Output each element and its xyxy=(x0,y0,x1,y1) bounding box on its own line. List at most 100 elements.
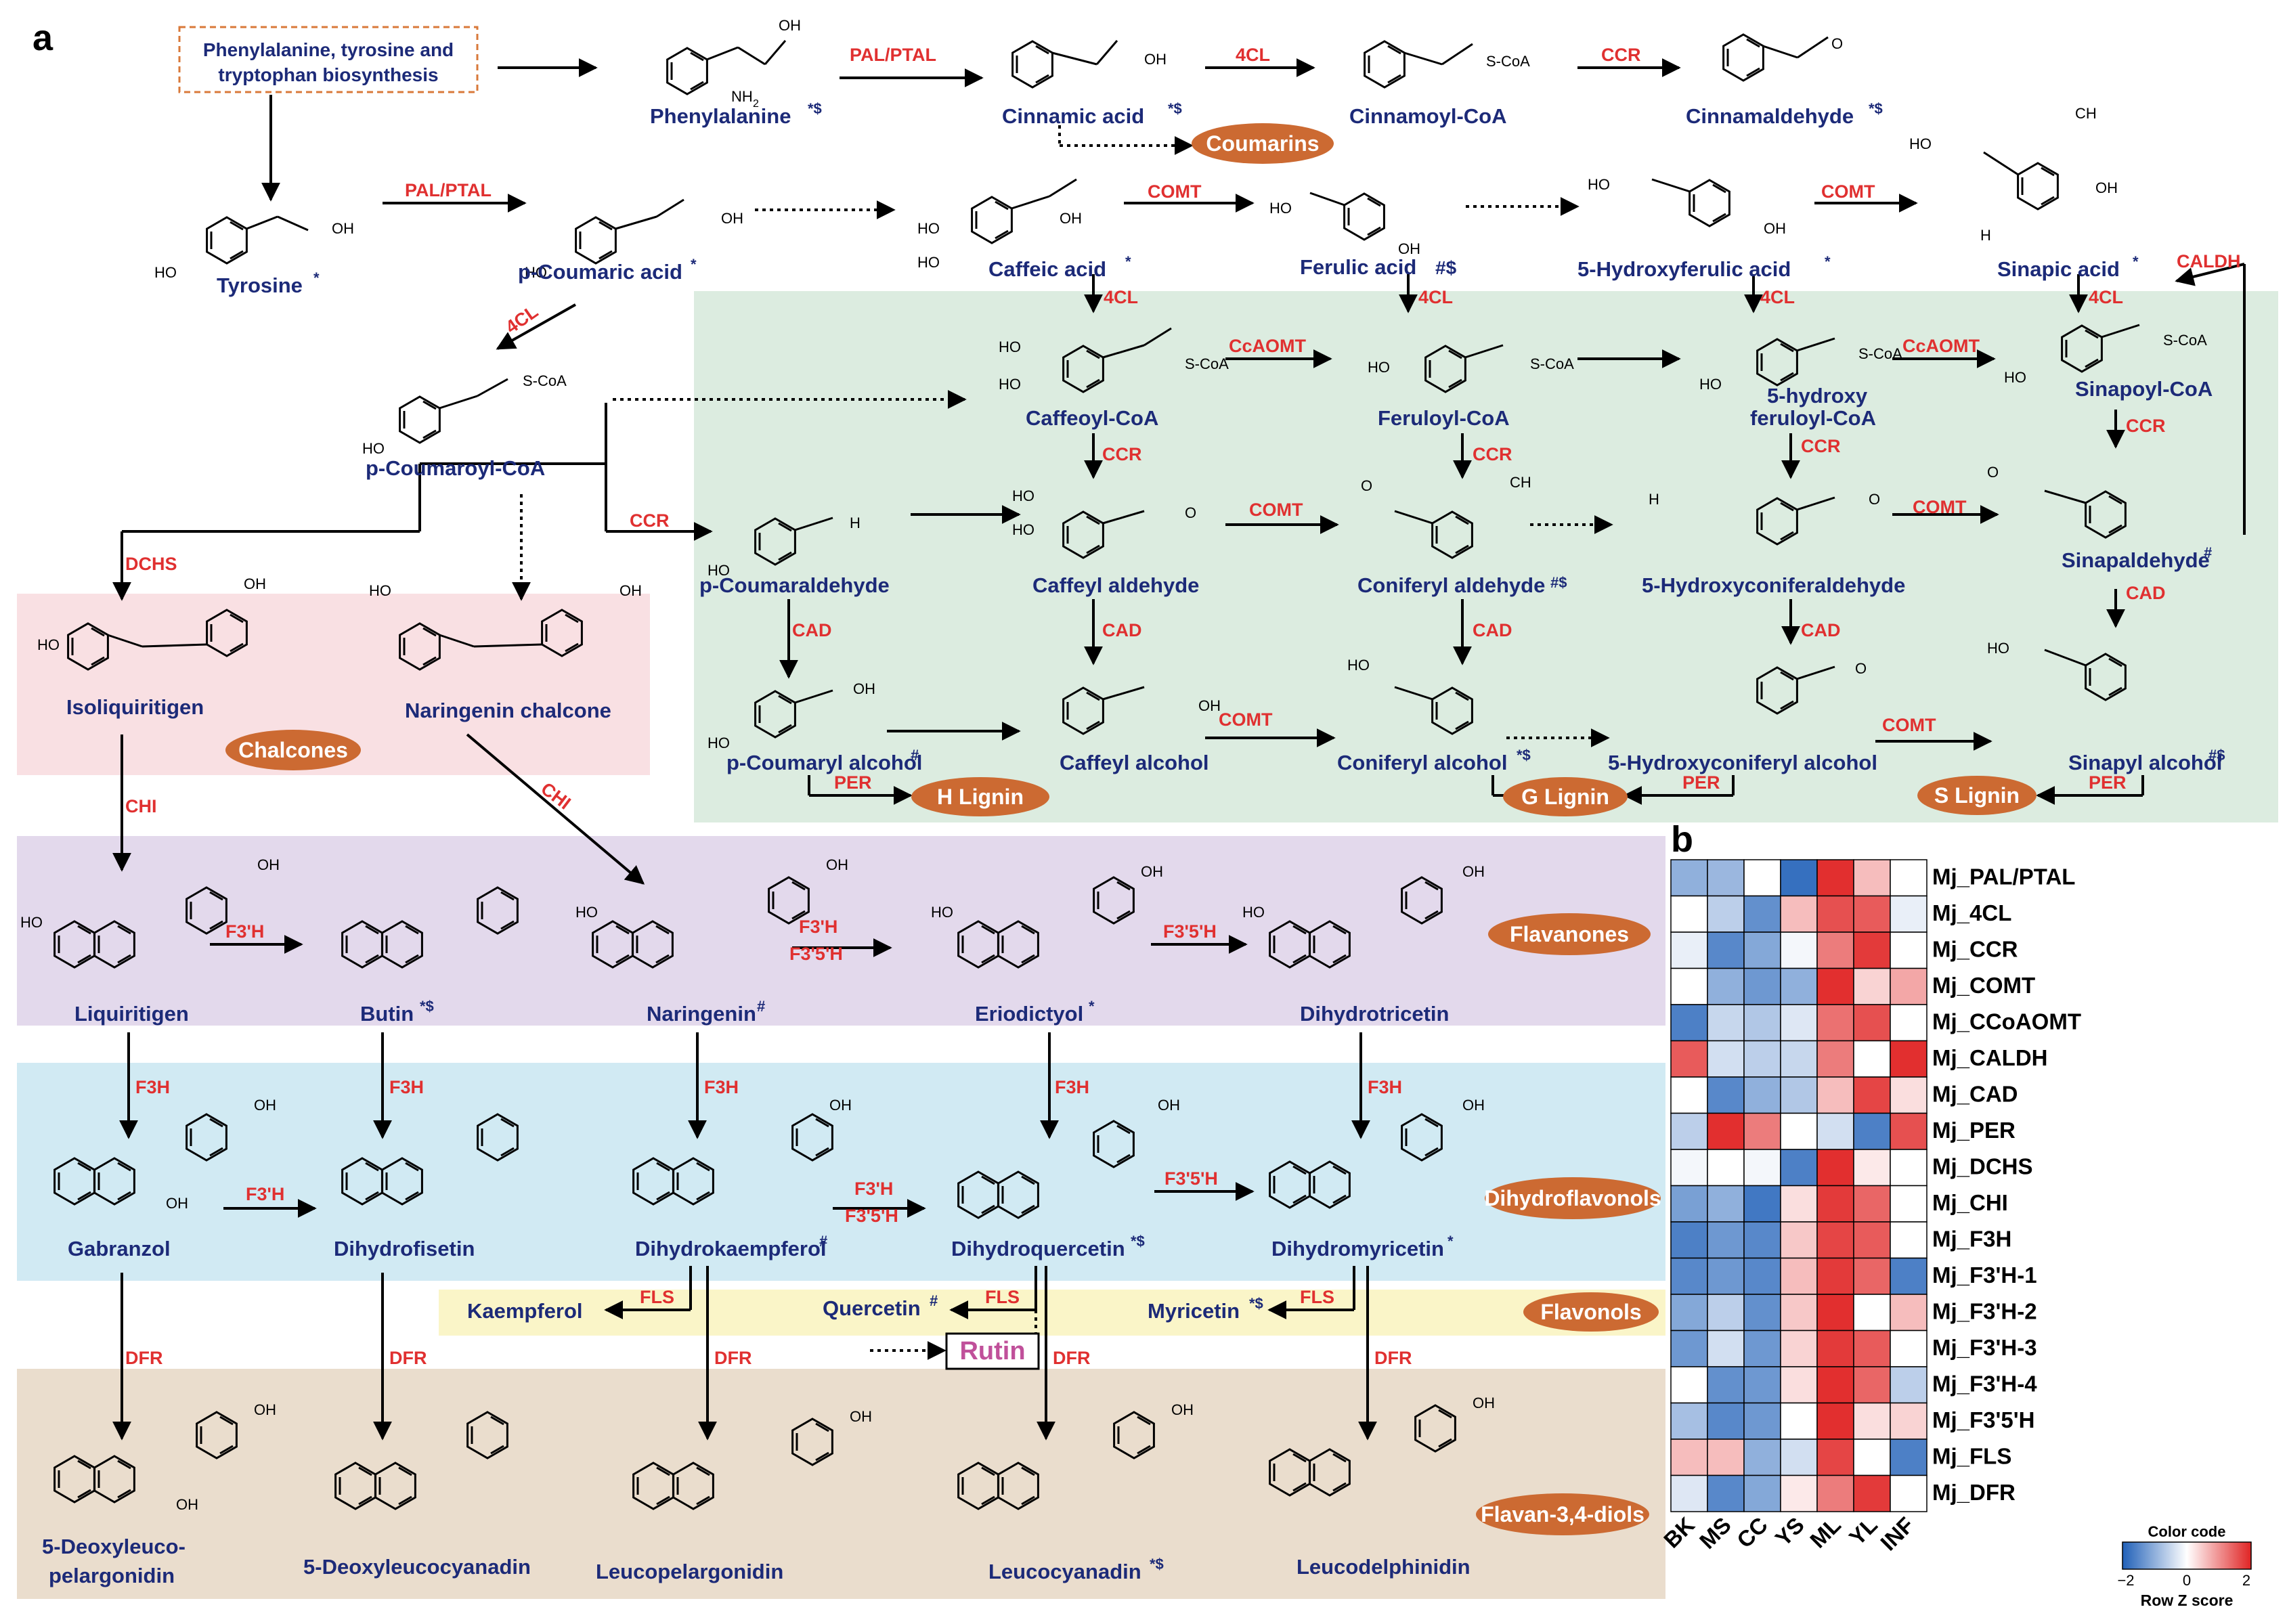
heatmap-row-label: Mj_F3'H-1 xyxy=(1932,1263,2037,1288)
atom-oh: OH xyxy=(853,680,875,697)
compound-mark: # xyxy=(911,747,919,764)
compound-mark: #$ xyxy=(2208,747,2225,764)
tag-g-lignin: G Lignin xyxy=(1503,777,1628,816)
heatmap-cell xyxy=(1853,1330,1891,1367)
atom-oh: OH xyxy=(829,1097,852,1114)
heatmap-cell xyxy=(1670,1004,1708,1042)
color-key: Color code −2 0 2 Row Z score xyxy=(2117,1523,2252,1609)
enzyme-label: F3'5'H xyxy=(845,1206,898,1226)
heatmap-cell xyxy=(1780,859,1818,897)
atom-oh: OH xyxy=(1171,1401,1194,1418)
atom-ho: HO xyxy=(575,904,598,921)
atom-oh: OH xyxy=(779,17,801,34)
atom-o: O xyxy=(1869,491,1880,508)
atom-oh: OH xyxy=(332,220,354,237)
structure-p-coumaric-acid xyxy=(575,198,684,265)
atom-oh: OH xyxy=(721,210,743,227)
heatmap-cell xyxy=(1707,1149,1745,1187)
structure-sinapaldehyde xyxy=(2044,489,2127,539)
heatmap-cell xyxy=(1853,1402,1891,1440)
heatmap-cell xyxy=(1780,1366,1818,1404)
heatmap-cell xyxy=(1743,1257,1781,1295)
enzyme-label: CHI xyxy=(537,778,574,814)
start-box-line-1: Phenylalanine, tyrosine and xyxy=(203,39,454,60)
svg-text:H Lignin: H Lignin xyxy=(937,785,1024,809)
enzyme-label: DFR xyxy=(714,1348,752,1368)
structure-caffeoyl-coa xyxy=(1062,327,1172,393)
compound-name: Coniferyl alcohol xyxy=(1337,751,1507,774)
heatmap-cell xyxy=(1743,1402,1781,1440)
compound-name: Feruloyl-CoA xyxy=(1378,406,1510,430)
svg-text:Coumarins: Coumarins xyxy=(1206,131,1319,156)
tag-dihydroflavonols: Dihydroflavonols xyxy=(1484,1177,1661,1219)
enzyme-label: F3'5'H xyxy=(1164,1168,1218,1189)
heatmap-cell xyxy=(1853,1221,1891,1259)
heatmap-cell xyxy=(1707,895,1745,933)
compound-name: Butin xyxy=(360,1002,414,1026)
atom-oh: OH xyxy=(254,1097,276,1114)
heatmap-column-label: MS xyxy=(1695,1512,1736,1554)
heatmap-cell xyxy=(1707,1076,1745,1114)
atom-oh: OH xyxy=(1473,1395,1495,1411)
enzyme-label: F3H xyxy=(389,1077,424,1097)
heatmap-cell xyxy=(1890,1040,1927,1078)
compound-name: Naringenin xyxy=(647,1002,756,1026)
compound-mark: # xyxy=(930,1292,938,1309)
compound-name: p-Coumaraldehyde xyxy=(699,573,890,597)
heatmap-cell xyxy=(1853,859,1891,897)
heatmap-row-label: Mj_CAD xyxy=(1932,1081,2018,1106)
compound-mark: * xyxy=(1089,998,1095,1015)
heatmap-cell xyxy=(1707,1366,1745,1404)
compound-name: Leucopelargonidin xyxy=(596,1560,783,1583)
atom-ho: HO xyxy=(362,440,385,457)
heatmap-row-label: Mj_F3'H-4 xyxy=(1932,1371,2037,1396)
atom-ho: HO xyxy=(154,264,177,281)
compound-name: Dihydrofisetin xyxy=(334,1237,475,1260)
enzyme-label: CCR xyxy=(2126,416,2166,436)
compound-name: 5-Hydroxyconiferyl alcohol xyxy=(1608,751,1877,774)
heatmap-cell xyxy=(1816,1004,1854,1042)
atom-ho: HO xyxy=(999,338,1021,355)
enzyme-label: F3'5'H xyxy=(1163,921,1217,942)
heatmap-column-label: YL xyxy=(1844,1512,1882,1550)
compound-name: Sinapyl alcohol xyxy=(2068,751,2222,774)
atom-ho: HO xyxy=(707,562,730,579)
heatmap-cell xyxy=(1853,1004,1891,1042)
heatmap-cell xyxy=(1853,1040,1891,1078)
enzyme-label: CAD xyxy=(1102,620,1142,640)
heatmap-cell xyxy=(1707,1257,1745,1295)
compound-mark: * xyxy=(1825,253,1831,270)
enzyme-label: CAD xyxy=(2126,583,2166,603)
heatmap-cell xyxy=(1816,967,1854,1005)
compound-name: 5-Hydroxyconiferaldehyde xyxy=(1642,573,1905,597)
structure-phenylalanine xyxy=(666,40,787,95)
heatmap-cell xyxy=(1670,1040,1708,1078)
heatmap-cell xyxy=(1743,1330,1781,1367)
heatmap-cell xyxy=(1707,1474,1745,1512)
tag-flavan-diols: Flavan-3,4-diols xyxy=(1476,1493,1649,1535)
atom-ho: HO xyxy=(931,904,953,921)
atom-o: O xyxy=(1987,464,1999,481)
atom-ho: HO xyxy=(1909,135,1932,152)
compound-name: Kaempferol xyxy=(467,1299,583,1323)
heatmap-row-label: Mj_PAL/PTAL xyxy=(1932,864,2075,889)
atom-oh: OH xyxy=(1398,240,1420,257)
atom-scoa: S-CoA xyxy=(1486,53,1530,70)
heatmap-cell xyxy=(1853,1112,1891,1150)
heatmap-row-label: Mj_FLS xyxy=(1932,1443,2011,1468)
heatmap-cell xyxy=(1816,931,1854,969)
color-key-tick: 2 xyxy=(2242,1572,2250,1589)
heatmap-cell xyxy=(1780,1474,1818,1512)
panel-label-a: a xyxy=(32,18,53,58)
enzyme-label: COMT xyxy=(1821,181,1875,202)
compound-mark: * xyxy=(313,269,320,286)
atom-ho: HO xyxy=(1699,376,1722,393)
atom-ho: HO xyxy=(917,220,940,237)
compound-name: Tyrosine xyxy=(217,273,303,297)
heatmap-row-label: Mj_PER xyxy=(1932,1118,2016,1143)
atom-o: O xyxy=(1185,504,1196,521)
compound-name: Phenylalanine xyxy=(650,104,791,128)
atom-oh: OH xyxy=(1462,863,1485,880)
compound-mark: * xyxy=(2133,253,2139,270)
